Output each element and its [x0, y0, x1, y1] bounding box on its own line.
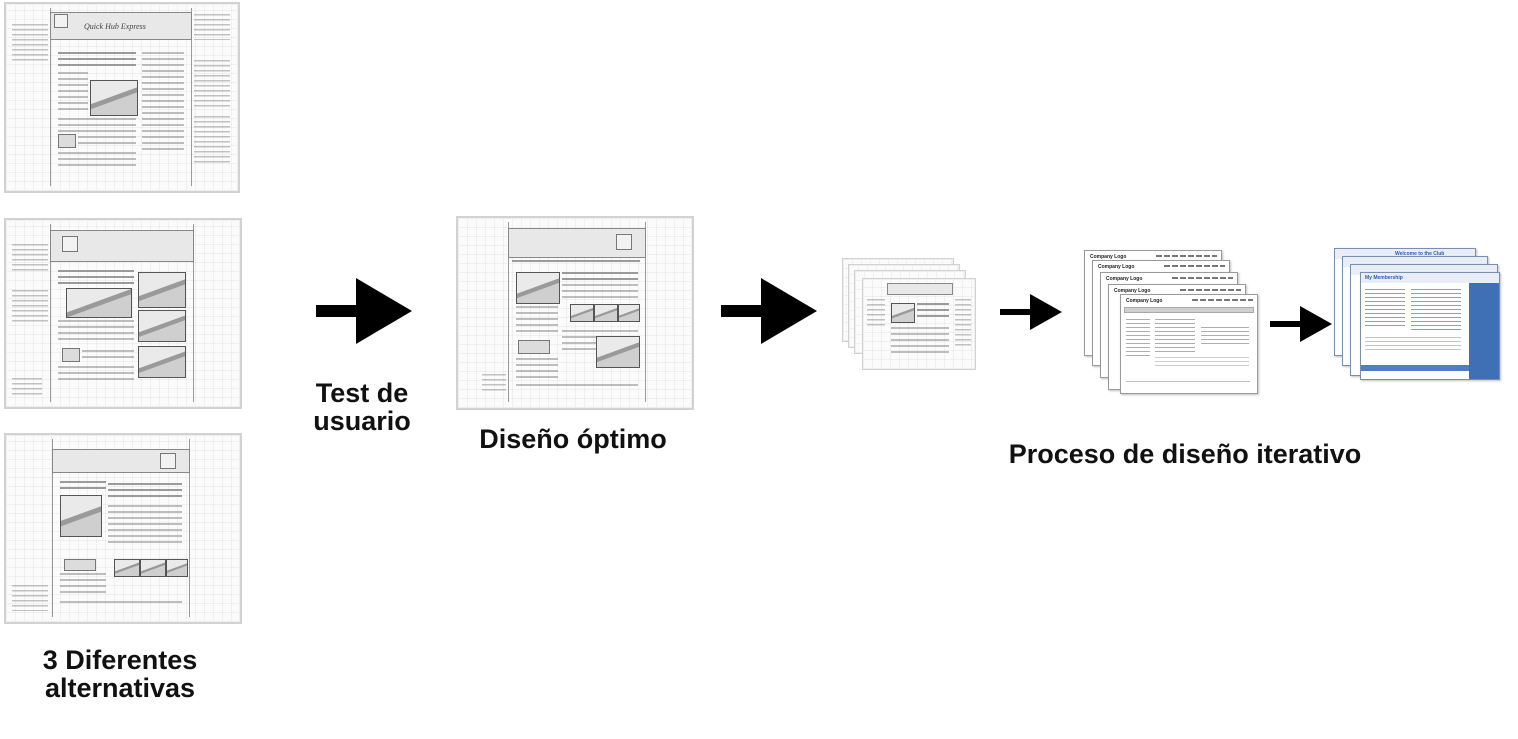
- arrow-2: [721, 278, 817, 344]
- sketch-optimal: [456, 216, 694, 410]
- arrow-3: [1000, 294, 1062, 330]
- final-design-stack: Welcome to the Club My Membership: [1334, 248, 1504, 382]
- arrow-4: [1270, 306, 1332, 342]
- label-user-test: Test de usuario: [313, 378, 411, 437]
- sketch-stack: [842, 258, 982, 378]
- wireframe-page-front: Company Logo: [1120, 294, 1258, 394]
- label-optimal: Diseño óptimo: [479, 424, 667, 454]
- final-page-front: My Membership: [1360, 272, 1500, 380]
- sketch-alternative-1: Quick Hub Express: [4, 2, 240, 193]
- sketch-alternative-2: [4, 218, 242, 409]
- sketch-alternative-3: [4, 433, 242, 624]
- arrow-1: [316, 278, 412, 344]
- label-alternatives: 3 Diferentes alternativas: [42, 645, 198, 704]
- wireframe-stack: Company Logo Company Logo Company Logo C…: [1084, 250, 1264, 396]
- label-iterative: Proceso de diseño iterativo: [1008, 439, 1362, 469]
- sketch-title: Quick Hub Express: [84, 22, 146, 31]
